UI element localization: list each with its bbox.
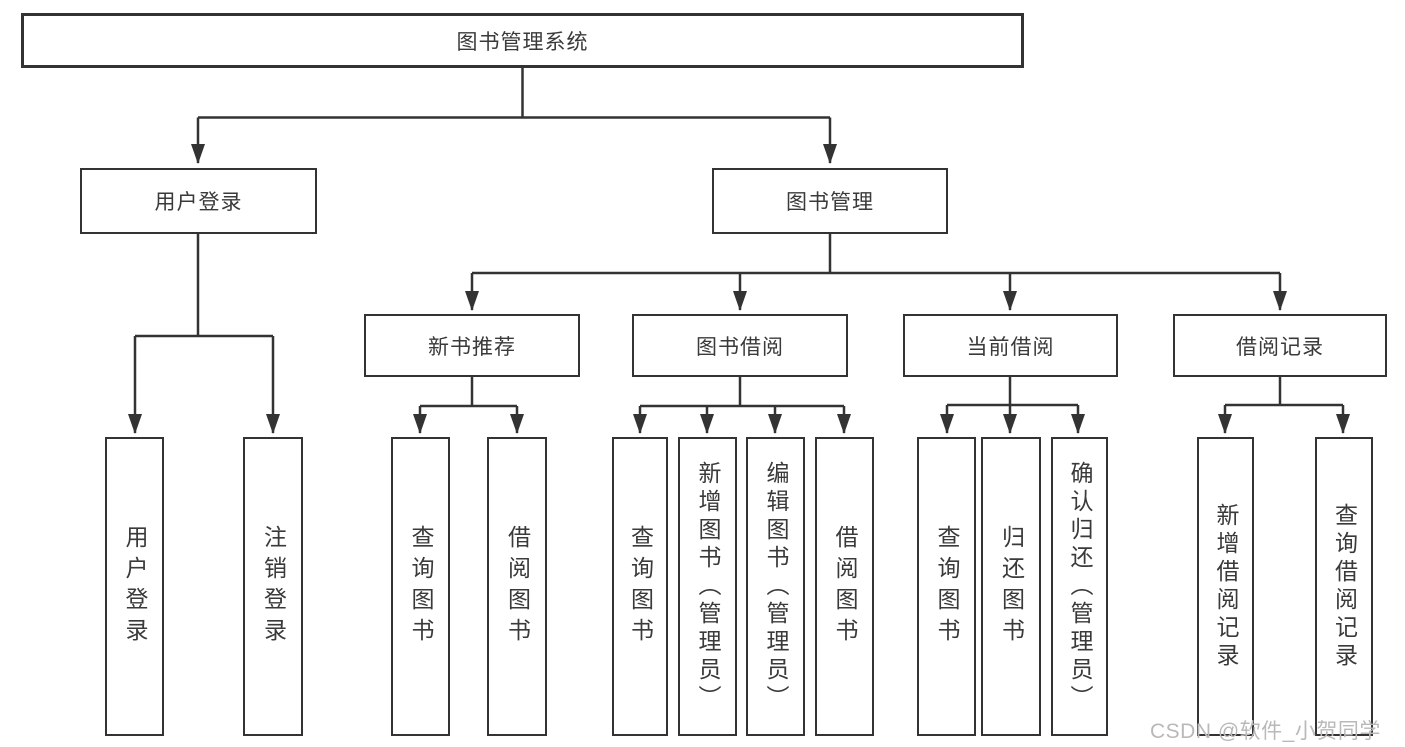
node-current-borrow: 当前借阅 bbox=[903, 314, 1118, 377]
leaf-query-borrow-record: 查询借阅记录 bbox=[1315, 437, 1373, 736]
leaf-confirm-return-admin: 确认归还（管理员） bbox=[1051, 437, 1108, 736]
leaf-add-borrow-record: 新增借阅记录 bbox=[1197, 437, 1254, 736]
leaf-query-books-current: 查询图书 bbox=[917, 437, 976, 736]
node-new-book-recommend: 新书推荐 bbox=[364, 314, 580, 377]
leaf-borrow-books-newbooks: 借阅图书 bbox=[487, 437, 547, 736]
node-library-system: 图书管理系统 bbox=[21, 13, 1024, 68]
connector-book-borrow-to-leaves bbox=[633, 377, 851, 434]
node-borrow-records: 借阅记录 bbox=[1173, 314, 1387, 377]
connector-new-books-to-leaves bbox=[413, 377, 524, 434]
leaf-query-books-newbooks: 查询图书 bbox=[391, 437, 450, 736]
leaf-user-login: 用户登录 bbox=[105, 437, 164, 736]
connector-book-mgmt-to-sections bbox=[465, 234, 1287, 311]
node-book-management: 图书管理 bbox=[712, 168, 948, 234]
node-user-login: 用户登录 bbox=[80, 168, 317, 234]
connector-root-to-branches bbox=[191, 68, 837, 164]
leaf-return-books: 归还图书 bbox=[981, 437, 1041, 736]
node-book-borrow: 图书借阅 bbox=[632, 314, 848, 377]
connector-borrow-records-to-leaves bbox=[1218, 377, 1350, 434]
leaf-query-books-borrow: 查询图书 bbox=[612, 437, 668, 736]
connector-user-login-to-leaves bbox=[128, 234, 280, 434]
leaf-borrow-books: 借阅图书 bbox=[815, 437, 874, 736]
leaf-logout: 注销登录 bbox=[243, 437, 303, 736]
csdn-watermark: CSDN @软件_小贺同学 bbox=[1150, 720, 1381, 743]
leaf-edit-books-admin: 编辑图书（管理员） bbox=[746, 437, 805, 736]
connector-current-borrow-to-leaves bbox=[940, 377, 1085, 434]
leaf-add-books-admin: 新增图书（管理员） bbox=[678, 437, 737, 736]
